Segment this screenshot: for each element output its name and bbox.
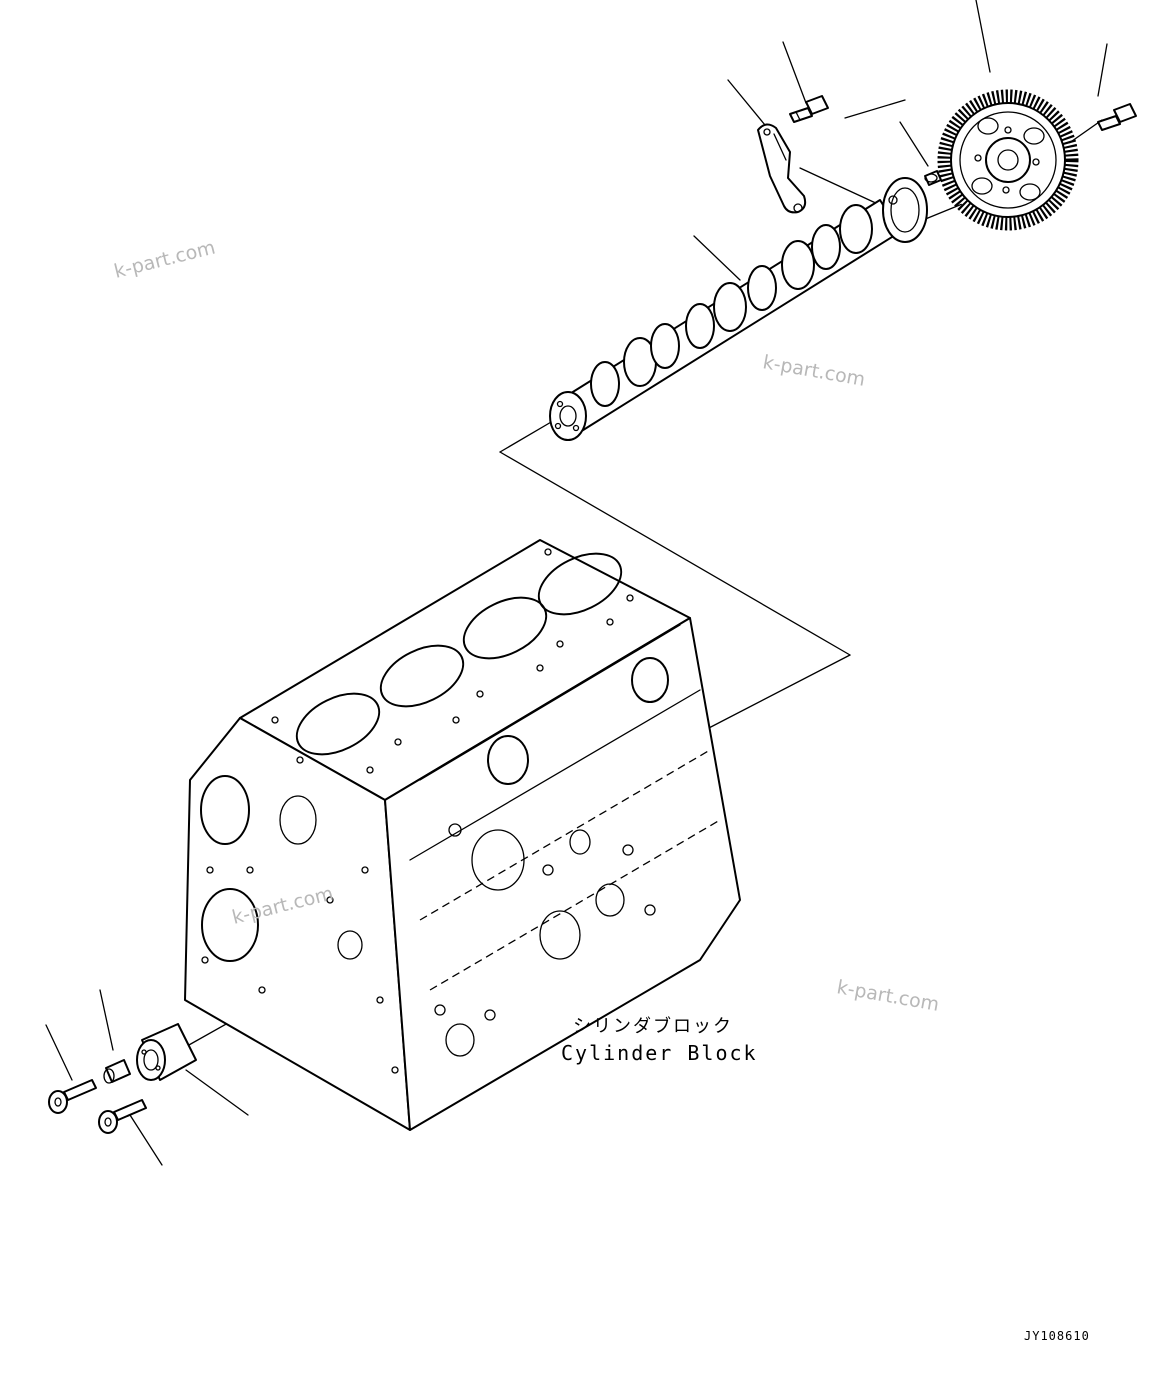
watermark: k-part.com [761, 351, 867, 391]
cylinder-block-label-japanese: シリンダブロック [573, 1015, 733, 1037]
watermark: k-part.com [835, 976, 941, 1016]
bolt-icon [98, 1099, 147, 1134]
drawing-code: JY108610 [1024, 1329, 1090, 1343]
bushing-icon [136, 1023, 197, 1081]
leader-lines [45, 0, 1108, 1166]
pin-icon [924, 170, 942, 186]
pin-icon [103, 1059, 131, 1084]
bolt-icon [1097, 103, 1137, 131]
thrust-plate-icon [757, 123, 807, 214]
bolt-icon [789, 95, 829, 123]
cylinder-block-icon [184, 539, 741, 1131]
camshaft-icon [549, 177, 928, 441]
watermark: k-part.com [112, 236, 218, 282]
bolt-icon [48, 1079, 97, 1114]
cylinder-block-label-english: Cylinder Block [561, 1041, 758, 1065]
cam-gear-icon [937, 89, 1079, 231]
